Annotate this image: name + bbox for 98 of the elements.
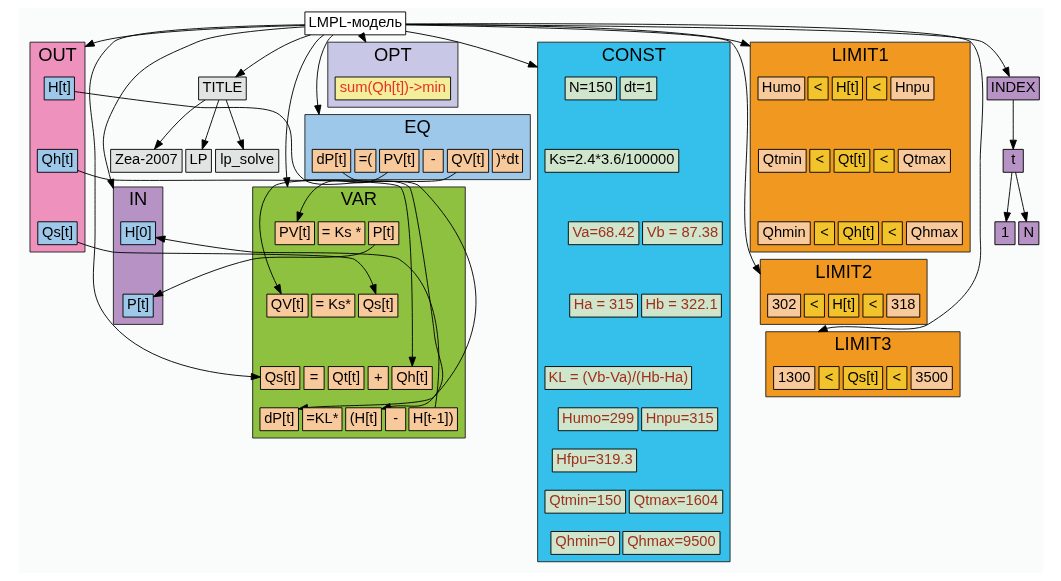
node-box: + [367,366,389,390]
node-box: < [885,366,907,390]
arrow [404,30,538,68]
node-box: < [818,366,840,390]
node-box: < [865,76,887,101]
node-box: QV[t] [265,293,309,318]
node-box: Qs[t] [357,293,398,318]
arrow [405,24,761,275]
node-box: 3500 [910,366,953,390]
node-box: TITLE [197,76,247,101]
node-box: Va=68.42 [567,221,639,246]
node-box: dt=1 [619,76,657,101]
node-box: Qs[t] [259,366,300,390]
node-box: < [803,293,825,318]
arrow [88,24,305,381]
node-box: Qtmax [897,148,951,173]
node-box: PV[t] [378,148,419,173]
node-box: =( [353,148,376,173]
node-box: Hfpu=319.3 [551,448,637,473]
arrow [1003,172,1012,223]
node-box: (H[t] [344,407,382,432]
node-box: LP [184,148,212,173]
arrow [1014,172,1028,223]
node-box: Humo [757,76,805,101]
node-box: sum(Qh[t])->min [334,76,451,101]
node-box: - [384,407,406,432]
arrow [76,241,377,295]
node-box: H[t] [827,293,859,318]
node-box: H[t] [43,76,75,101]
node-box: Qtmin [757,148,807,173]
node-box: lp_solve [214,148,279,173]
node-box: < [807,76,829,101]
node-box: dP[t] [259,407,299,432]
node-box: t [1002,148,1024,173]
arrow [76,170,416,367]
node-box: Ha = 315 [568,293,638,318]
node-box: Hnpu=315 [640,407,718,432]
node-box: < [881,221,903,246]
node-box: < [813,221,835,246]
node-box: < [862,293,884,318]
node-box: 302 [766,293,801,318]
node-box: < [808,148,830,173]
node-box: P[t] [122,293,154,318]
arrow [313,34,333,115]
node-box: N [1017,221,1039,246]
arrow [404,23,983,333]
node-box: = Ks * [317,221,365,246]
node-box: 318 [885,293,920,318]
node-box: Vb = 87.38 [641,221,723,246]
arrow [234,34,311,78]
node-box: Qtmin=150 [544,489,626,514]
node-box: Qh[t] [391,366,433,390]
node-box: KL = (Vb-Va)/(Hb-Ha) [544,366,692,390]
arrow [102,26,305,190]
node-box: Qs[t] [36,221,78,246]
arrow [404,24,1010,78]
node-box: Ks=2.4*3.6/100000 [544,148,679,173]
node-box: Qt[t] [833,148,870,173]
node-box: = [303,366,325,390]
arrow [201,99,219,150]
node-box: PV[t] [274,221,315,246]
node-box: dP[t] [311,148,351,173]
arrow [154,235,439,408]
node-box: H[0] [119,221,156,246]
node-box: Qhmax [905,221,963,246]
node-box: Qs[t] [842,366,883,390]
arrow [282,34,324,188]
node-box: =KL* [301,407,342,432]
arrow [153,99,205,150]
node-box: 1 [993,221,1015,246]
node-box: INDEX [986,76,1040,101]
arrow [152,244,375,298]
arrow [258,171,457,295]
node-box: Qh[t] [837,221,879,246]
node-box: )*dt [491,148,523,173]
arrow [1009,99,1017,150]
node-box: < [873,148,895,173]
node-box: 1300 [772,366,815,390]
node-box: Hnpu [889,76,934,101]
node-box: Qhmax=9500 [621,531,720,555]
arrow [84,24,305,48]
node-box: H[t] [831,76,863,101]
node-box: Qt[t] [327,366,364,390]
node-box: Qhmin=0 [549,531,620,555]
node-box: Zea-2007 [109,148,183,173]
node-box: Qh[t] [36,148,78,173]
node-box: Qhmin [757,221,811,246]
node-box: = Ks* [310,293,355,318]
node-box: Humo=299 [557,407,638,432]
node-box: N=150 [564,76,617,101]
node-box: Qtmax=1604 [628,489,723,514]
node-box: - [422,148,444,173]
arrow [296,171,388,222]
arrow [225,99,244,150]
node-box: Hb = 322.1 [640,293,722,318]
node-box: P[t] [367,221,399,246]
node-box: H[t-1]) [407,407,458,432]
node-box: QV[t] [446,148,489,173]
